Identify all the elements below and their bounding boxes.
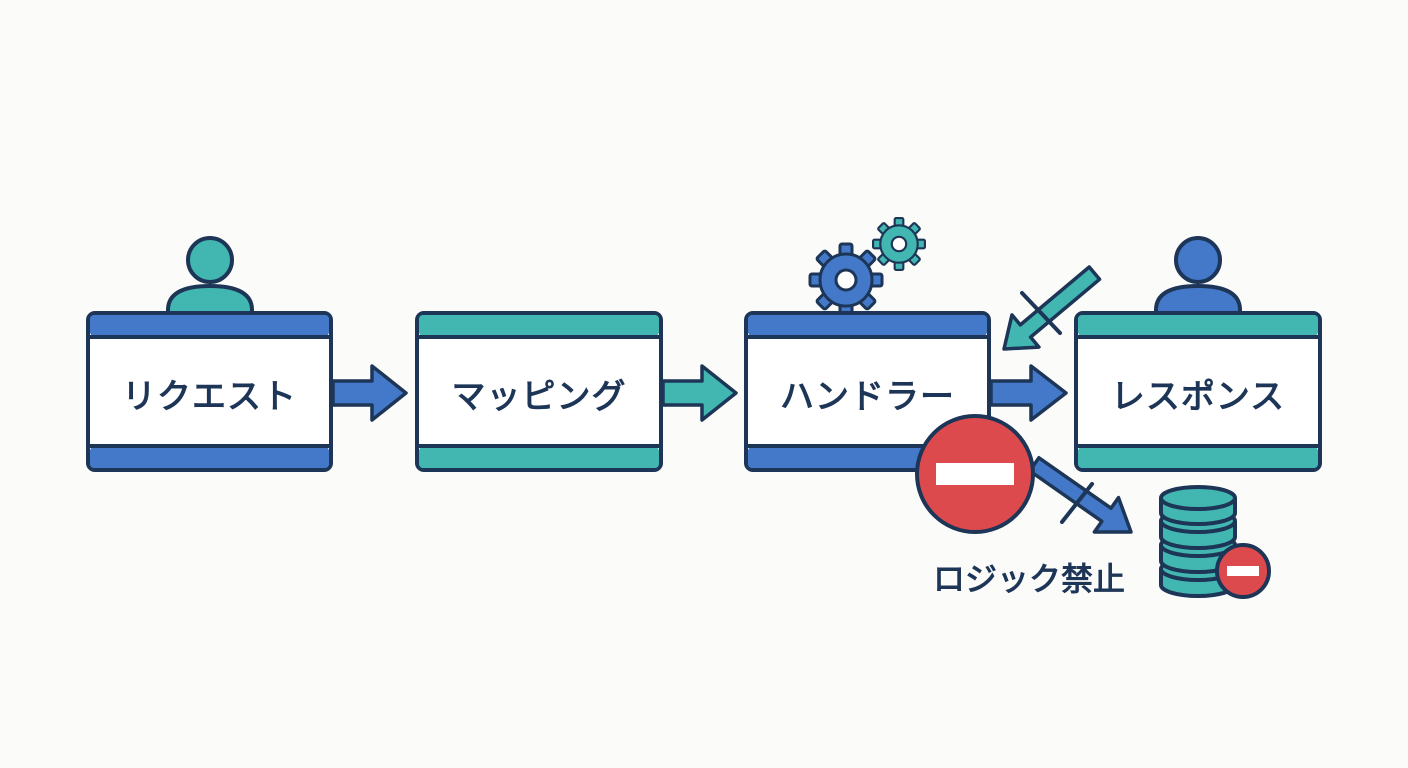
strike-line: [1020, 291, 1062, 335]
gears-icon: [808, 217, 926, 318]
step-label-mapping: マッピング: [451, 376, 627, 417]
no-entry-small-icon: [1215, 543, 1271, 599]
arrow-request-to-mapping: [331, 364, 408, 422]
strike-line: [1060, 482, 1094, 524]
no-entry-icon: [915, 414, 1035, 534]
no-logic-label: ロジック禁止: [932, 560, 1125, 598]
step-label-handler: ハンドラー: [780, 376, 955, 417]
step-label-response: レスポンス: [1110, 376, 1286, 417]
blocked-db-arrow: [1028, 456, 1133, 534]
arrow-mapping-to-handler: [661, 364, 738, 422]
user-icon: [166, 236, 254, 323]
step-label-request: リクエスト: [122, 376, 297, 417]
step-response: [1074, 236, 1322, 472]
user-icon: [1154, 236, 1242, 323]
blocked-incoming-arrow: [1002, 265, 1102, 351]
step-request: [86, 236, 333, 472]
step-mapping: [415, 311, 663, 472]
arrow-handler-to-response: [989, 364, 1068, 422]
